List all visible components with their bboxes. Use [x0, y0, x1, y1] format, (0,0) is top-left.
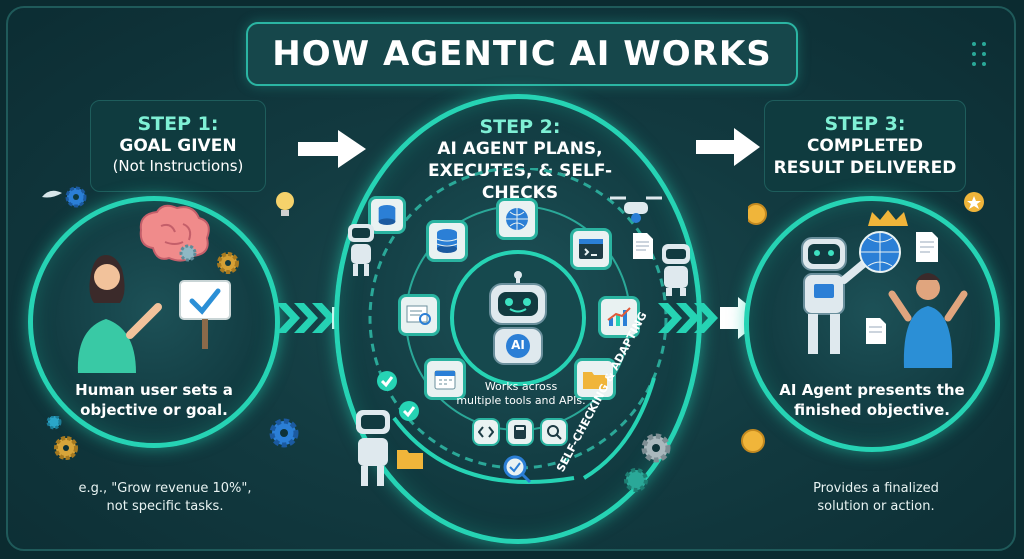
chevron-arrow-icon: [658, 297, 764, 339]
tools-caption-line: multiple tools and APIs.: [456, 394, 586, 407]
coin-icon: [741, 429, 765, 453]
step3-caption: AI Agent presents the finished objective…: [766, 380, 978, 420]
globe-icon: [496, 198, 538, 240]
robot-icon: [489, 271, 547, 365]
code-icon: [472, 418, 500, 446]
winged-gear-icon: [42, 186, 87, 208]
robot-icon: [356, 410, 390, 486]
gear-icon: [46, 416, 78, 460]
step3-number: STEP 3:: [824, 113, 906, 135]
lightbulb-icon: [276, 192, 294, 216]
step2-heading-line: AI AGENT PLANS,: [437, 139, 603, 159]
database-icon: [426, 220, 468, 262]
page-title: HOW AGENTIC AI WORKS: [272, 34, 772, 74]
globe-icon: [859, 231, 901, 273]
step3-heading-line: COMPLETED: [806, 136, 924, 156]
document-icon: [398, 294, 440, 336]
star-icon: [964, 192, 984, 212]
folder-icon: [397, 450, 423, 469]
gear-icon: [624, 433, 671, 492]
tools-caption: Works across multiple tools and APIs.: [446, 380, 596, 408]
gear-icon: [217, 252, 239, 274]
document-icon: [916, 232, 938, 262]
step2-label: STEP 2: AI AGENT PLANS, EXECUTES, & SELF…: [408, 116, 632, 204]
chart-icon: [598, 296, 640, 338]
step3-caption-line: finished objective.: [794, 401, 950, 419]
robot-icon: [801, 237, 872, 354]
person-icon: [888, 273, 968, 368]
step1-note: e.g., "Grow revenue 10%", not specific t…: [70, 480, 260, 516]
robot-icon: [348, 224, 374, 276]
arrow-right-icon: [696, 128, 760, 166]
crown-icon: [868, 210, 908, 226]
step3-label-panel: STEP 3: COMPLETED RESULT DELIVERED: [764, 100, 966, 192]
arrow-right-icon: [298, 130, 366, 168]
step1-caption: Human user sets a objective or goal.: [48, 380, 260, 420]
document-icon: [633, 233, 653, 259]
step3-caption-line: AI Agent presents the: [779, 381, 965, 399]
tools-caption-line: Works across: [484, 380, 558, 393]
step3-note-line: Provides a finalized: [813, 481, 939, 496]
step3-illustration: [748, 192, 984, 368]
step2-number: STEP 2:: [479, 116, 561, 138]
search-icon: [540, 418, 568, 446]
step1-note-line: not specific tasks.: [106, 499, 224, 514]
checkmark-icon: [399, 401, 419, 421]
step3-note: Provides a finalized solution or action.: [786, 480, 966, 516]
calculator-icon: [506, 418, 534, 446]
gear-icon: [269, 418, 299, 448]
step1-illustration: [42, 186, 239, 373]
gear-icon: [179, 244, 197, 262]
brain-icon: [139, 204, 210, 262]
code-window-icon: [570, 228, 612, 270]
infographic-frame: HOW AGENTIC AI WORKS STEP 1: GOAL GIVEN …: [6, 6, 1016, 551]
drone-icon: [610, 196, 662, 223]
step3-note-line: solution or action.: [817, 499, 935, 514]
checkmark-sign-icon: [179, 280, 231, 349]
step3-heading-line: RESULT DELIVERED: [773, 158, 957, 178]
calendar-icon: [424, 358, 466, 400]
step1-note-line: e.g., "Grow revenue 10%",: [78, 481, 252, 496]
checkmark-icon: [377, 371, 397, 391]
person-icon: [77, 255, 162, 373]
step1-heading: GOAL GIVEN: [119, 136, 237, 156]
coin-icon: [748, 203, 767, 225]
search-check-icon: [503, 455, 532, 484]
step1-subheading: (Not Instructions): [112, 157, 244, 175]
database-icon: [368, 196, 406, 234]
decorative-dots: [972, 42, 986, 66]
document-icon: [866, 318, 886, 344]
step1-number: STEP 1:: [137, 113, 219, 135]
robot-icon: [662, 244, 690, 296]
step1-caption-line: Human user sets a: [75, 381, 233, 399]
step1-label-panel: STEP 1: GOAL GIVEN (Not Instructions): [90, 100, 266, 192]
folder-icon: [574, 358, 616, 400]
title-banner: HOW AGENTIC AI WORKS: [246, 22, 798, 86]
ai-chip-label: AI: [511, 338, 525, 352]
step1-caption-line: objective or goal.: [80, 401, 228, 419]
